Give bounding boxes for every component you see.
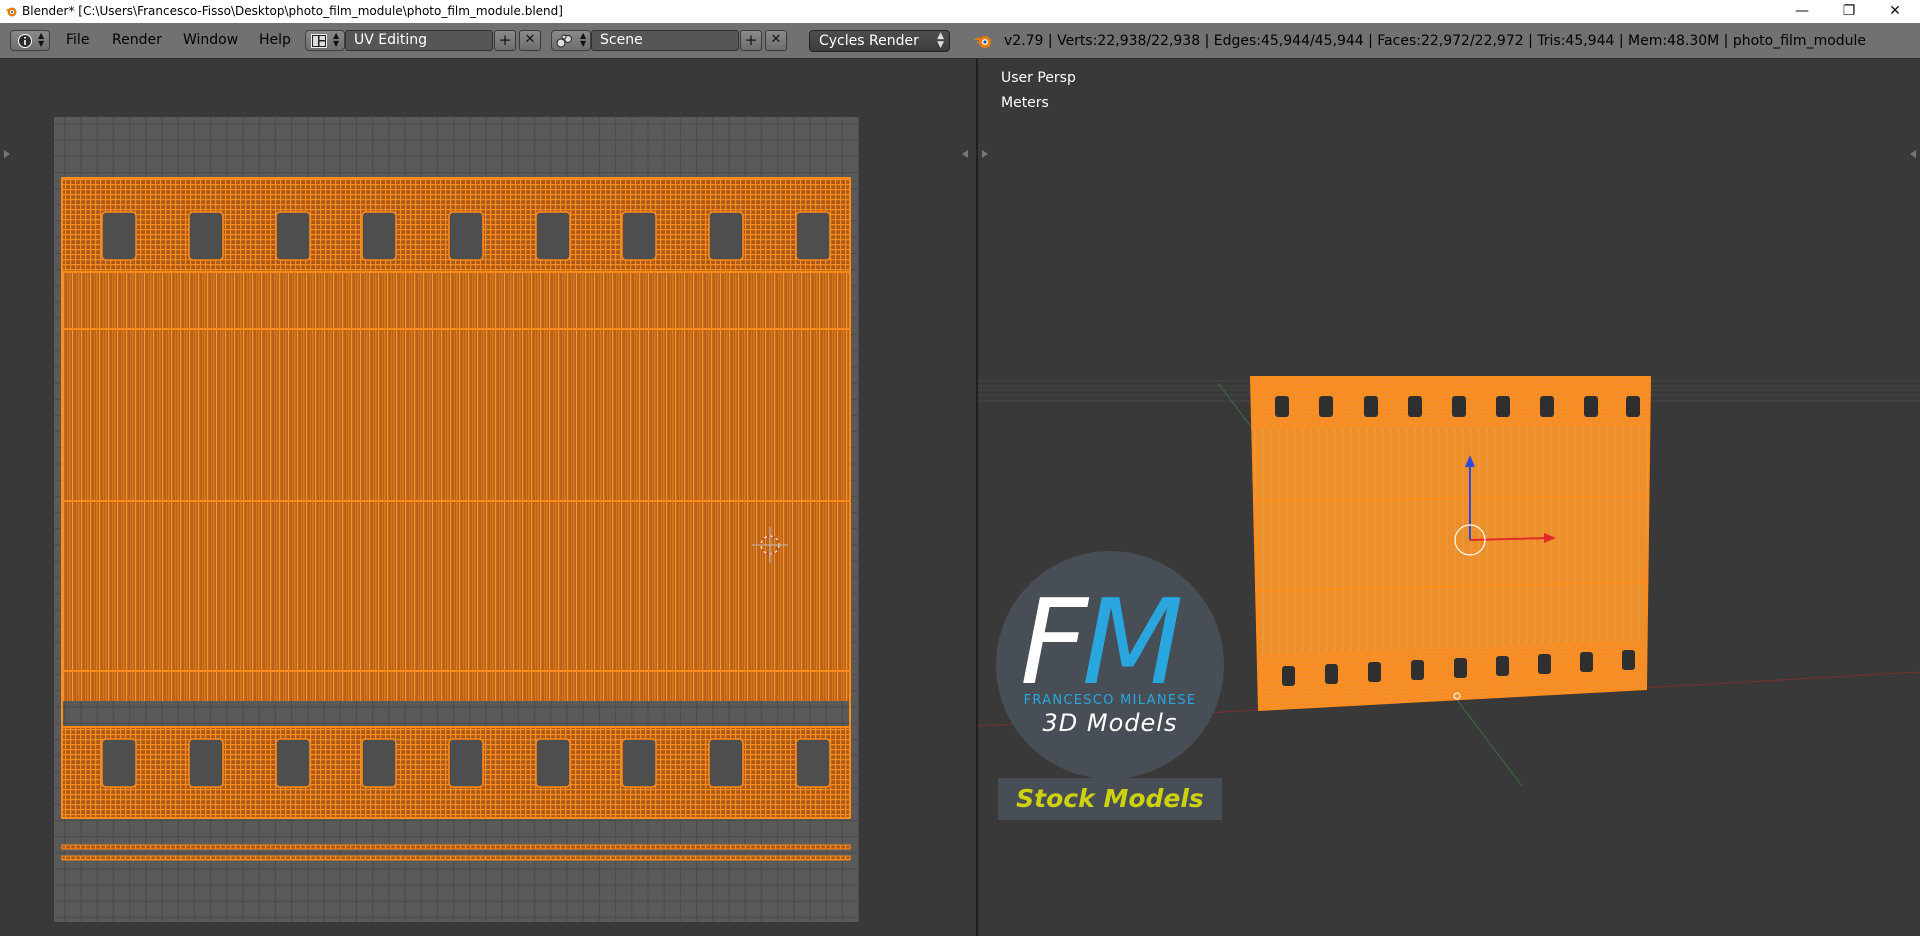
film-mesh-object[interactable] (1249, 376, 1652, 712)
region-toggle-icon[interactable] (962, 150, 968, 158)
info-icon (18, 34, 32, 48)
plus-icon: + (744, 31, 758, 49)
2d-cursor-icon[interactable] (752, 527, 788, 563)
stock-models-banner: Stock Models (998, 778, 1222, 820)
logo-letter-m: M (1081, 573, 1184, 711)
chevron-updown-icon: ▲▼ (937, 31, 944, 50)
watermark-logo: FM FRANCESCO MILANESE 3D Models (996, 551, 1224, 779)
close-button[interactable]: ✕ (1889, 3, 1901, 19)
region-toggle-icon[interactable] (982, 150, 988, 158)
info-header: ▲▼ File Render Window Help ▲▼ UV Editing… (0, 23, 1920, 59)
screen-layout-field[interactable]: UV Editing (345, 30, 493, 51)
chevron-updown-icon: ▲▼ (333, 31, 340, 48)
blender-logo-icon (974, 36, 991, 48)
render-engine-select[interactable]: Cycles Render ▲▼ (809, 30, 950, 52)
fm-monogram: FM (1020, 567, 1184, 717)
menu-render[interactable]: Render (112, 32, 162, 48)
render-engine-label: Cycles Render (819, 33, 919, 49)
screen-layout-icon (311, 34, 327, 48)
menu-help[interactable]: Help (259, 32, 291, 48)
scene-statistics: v2.79 | Verts:22,938/22,938 | Edges:45,9… (1004, 33, 1867, 49)
logo-brand-name: FRANCESCO MILANESE (1023, 693, 1197, 708)
close-icon: ✕ (524, 32, 536, 47)
scene-selector[interactable]: ▲▼ (551, 30, 591, 51)
add-scene-button[interactable]: + (740, 30, 762, 51)
window-title: Blender* [C:\Users\Francesco-Fisso\Deskt… (22, 4, 563, 18)
delete-scene-button[interactable]: ✕ (765, 30, 787, 51)
minimize-button[interactable]: — (1795, 3, 1809, 19)
add-screen-button[interactable]: + (494, 30, 516, 51)
logo-letter-f: F (1020, 573, 1088, 711)
view-perspective-label: User Persp (1001, 70, 1076, 86)
region-toggle-icon[interactable] (4, 150, 10, 158)
uv-image-editor[interactable] (0, 59, 976, 936)
delete-screen-button[interactable]: ✕ (519, 30, 541, 51)
screen-layout-selector[interactable]: ▲▼ (305, 30, 345, 51)
blender-app-icon (5, 7, 17, 17)
chevron-updown-icon: ▲▼ (580, 31, 587, 48)
editor-type-selector[interactable]: ▲▼ (10, 30, 50, 51)
scene-field[interactable]: Scene (591, 30, 739, 51)
edge-uv-strips[interactable] (61, 844, 851, 861)
film-uv-island[interactable] (61, 177, 851, 819)
maximize-button[interactable]: ❐ (1842, 3, 1856, 19)
units-label: Meters (1001, 95, 1049, 111)
region-toggle-icon[interactable] (1910, 150, 1916, 158)
menu-window[interactable]: Window (183, 32, 239, 48)
3d-cursor-icon[interactable] (1453, 692, 1461, 700)
editor-divider[interactable] (976, 59, 978, 936)
logo-tagline: 3D Models (1042, 709, 1178, 737)
transform-manipulator-icon[interactable] (1454, 455, 1556, 556)
scene-icon (556, 34, 572, 48)
plus-icon: + (498, 31, 512, 49)
close-icon: ✕ (770, 32, 782, 47)
uv-editor-canvas[interactable] (0, 59, 976, 936)
chevron-updown-icon: ▲▼ (38, 31, 45, 48)
menu-file[interactable]: File (66, 32, 90, 48)
window-title-bar: Blender* [C:\Users\Francesco-Fisso\Deskt… (0, 0, 1920, 23)
